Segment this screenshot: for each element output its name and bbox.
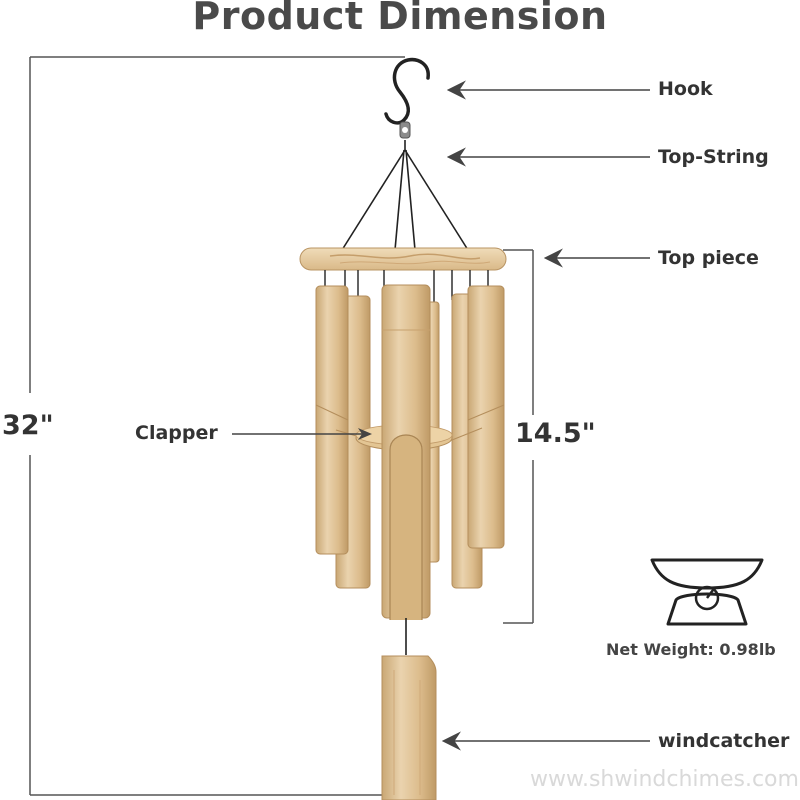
windcatcher-paddle [381,655,437,800]
top-piece-disc [299,247,507,271]
watermark: www.shwindchimes.com [530,767,799,792]
net-weight-text: Net Weight: 0.98lb [606,640,776,659]
scale-icon [650,558,764,626]
tube-length-bracket [503,249,534,624]
top-piece-label: Top piece [658,247,759,269]
tube-length-value: 14.5" [515,418,596,449]
clapper-arrowhead [358,428,372,440]
top-string-label: Top-String [658,146,769,168]
hook-label: Hook [658,78,713,100]
page-title: Product Dimension [192,0,608,38]
windcatcher-label: windcatcher [658,730,790,752]
hook-shape [384,57,430,139]
clapper-label: Clapper [135,422,218,444]
center-tube [381,284,431,620]
top-strings [341,140,469,251]
total-length-value: 32" [2,410,54,441]
callout-arrows [232,80,650,751]
total-length-bracket [29,56,405,796]
